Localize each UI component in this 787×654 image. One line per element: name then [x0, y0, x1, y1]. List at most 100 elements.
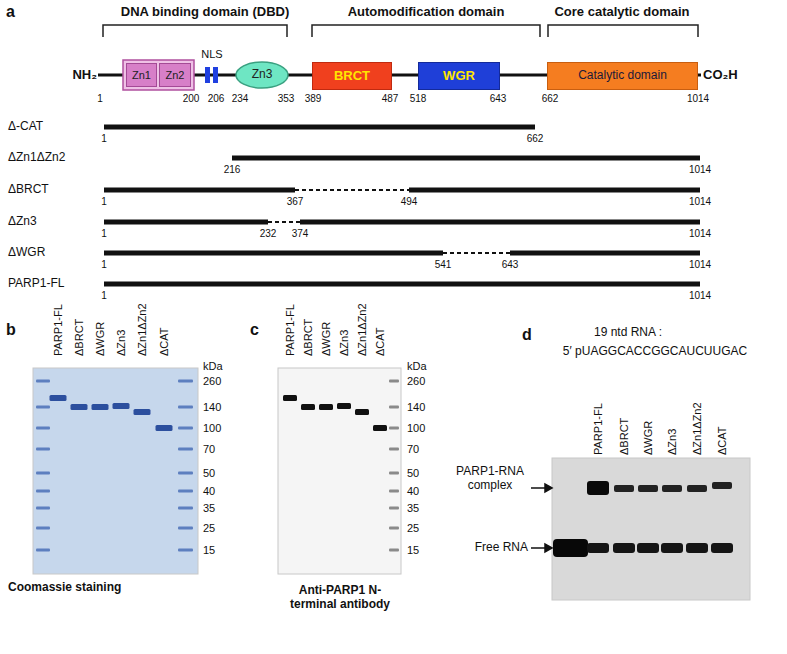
lane-label: ΔZn3 [338, 330, 351, 356]
mw-unit: kDa [203, 360, 223, 373]
lane-label: ΔWGR [320, 322, 333, 356]
lane-label: ΔZn1ΔZn2 [356, 303, 369, 356]
marker-band [36, 507, 50, 510]
marker-band [389, 490, 399, 493]
nls-box [205, 67, 210, 83]
band-pointer-head [545, 484, 552, 492]
marker-band [36, 406, 50, 409]
residue-number: 1 [101, 290, 107, 302]
construct-bar [104, 125, 535, 130]
lane-label: ΔCAT [158, 327, 171, 356]
marker-band [178, 472, 193, 475]
gel-band [613, 543, 635, 553]
gel-band [686, 543, 708, 553]
panel-letter: a [6, 3, 15, 21]
lane-label: ΔBRCT [73, 319, 86, 356]
gel-band [113, 403, 130, 409]
marker-band [36, 448, 50, 451]
residue-number: 1 [97, 93, 103, 105]
lane-label: PARP1-FL [284, 304, 297, 356]
gel-band [662, 485, 682, 492]
zinc-finger-ellipse: Zn3 [235, 61, 289, 89]
rna-sequence: 5′ pUAGGCACCGGCAUCUUGAC [563, 345, 747, 359]
marker-band [178, 380, 193, 383]
mw-marker: 100 [407, 422, 425, 435]
mw-marker: 40 [407, 485, 419, 498]
deletion-gap [268, 221, 300, 223]
mw-marker: 25 [203, 522, 215, 535]
residue-number: 1014 [689, 259, 711, 271]
residue-number: 389 [305, 93, 322, 105]
panel-letter: b [6, 321, 16, 339]
mw-marker: 50 [203, 467, 215, 480]
mw-marker: 70 [407, 443, 419, 456]
rna-name: 19 ntd RNA : [594, 326, 662, 340]
zinc-finger-box: Zn1 [126, 63, 157, 87]
gel-band [337, 403, 351, 409]
mw-marker: 15 [203, 544, 215, 557]
residue-number: 1 [101, 228, 107, 240]
mw-marker: 100 [203, 422, 221, 435]
band-pointer [531, 487, 546, 489]
construct-bar [104, 251, 443, 256]
domain-bracket [548, 25, 698, 37]
gel-band [638, 485, 658, 492]
lane-label: PARP1-FL [592, 403, 605, 455]
lane-label: ΔBRCT [302, 319, 315, 356]
panel-letter: d [522, 326, 532, 344]
marker-band [178, 448, 193, 451]
marker-band [389, 427, 399, 430]
residue-number: 206 [208, 93, 225, 105]
residue-number: 487 [382, 93, 399, 105]
gel-band [587, 481, 609, 495]
mw-marker: 140 [407, 401, 425, 414]
construct-name: ΔWGR [8, 246, 45, 260]
panel-caption: Anti-PARP1 N-terminal antibody [278, 584, 402, 612]
lane-label: ΔZn1ΔZn2 [136, 303, 149, 356]
panel-letter: c [250, 321, 259, 339]
marker-band [178, 490, 193, 493]
construct-name: ΔZn3 [8, 215, 37, 229]
gel-band [319, 404, 333, 410]
terminus-label: CO₂H [703, 68, 738, 83]
marker-band [389, 549, 399, 552]
mw-marker: 50 [407, 467, 419, 480]
lane-label: ΔZn1ΔZn2 [691, 402, 704, 455]
mw-marker: 25 [407, 522, 419, 535]
residue-number: 234 [232, 93, 249, 105]
mw-marker: 260 [203, 375, 221, 388]
domain-heading: Automodification domain [348, 5, 505, 20]
lane-label: ΔBRCT [618, 418, 631, 455]
marker-band [389, 406, 399, 409]
domain-box: Catalytic domain [547, 62, 698, 90]
mw-unit: kDa [407, 360, 427, 373]
mw-marker: 35 [203, 502, 215, 515]
construct-bar [300, 220, 700, 225]
nls-box [213, 67, 218, 83]
band-pointer-head [545, 544, 552, 552]
mw-marker: 40 [203, 485, 215, 498]
lane-label: ΔCAT [716, 426, 729, 455]
mw-marker: 140 [203, 401, 221, 414]
gel-band [283, 395, 297, 401]
marker-band [36, 549, 50, 552]
mw-marker: 15 [407, 544, 419, 557]
residue-number: 1 [101, 259, 107, 271]
residue-number: 1014 [687, 93, 709, 105]
band-label: Free RNA [475, 541, 528, 555]
gel-band [661, 543, 683, 553]
residue-number: 1 [101, 133, 107, 145]
residue-number: 232 [260, 228, 277, 240]
construct-bar [510, 251, 700, 256]
construct-bar [409, 188, 700, 193]
residue-number: 494 [401, 196, 418, 208]
lane-label: ΔZn3 [115, 330, 128, 356]
marker-band [178, 406, 193, 409]
gel-band [156, 425, 173, 431]
node-label: Zn3 [252, 68, 273, 81]
gel-band [71, 404, 88, 410]
domain-heading: Core catalytic domain [554, 5, 689, 20]
construct-name: PARP1-FL [8, 277, 64, 291]
node-label: BRCT [334, 69, 370, 83]
residue-number: 1014 [689, 290, 711, 302]
